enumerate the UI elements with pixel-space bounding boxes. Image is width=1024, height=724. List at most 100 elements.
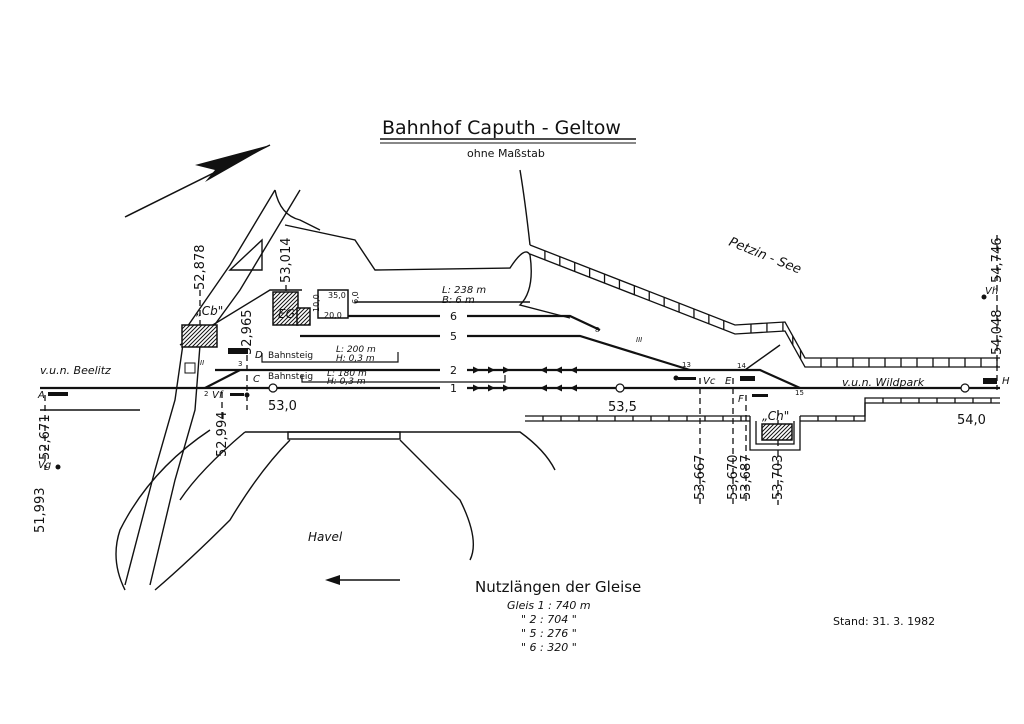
track-label-1: 1 [450, 382, 457, 395]
hatch-line [773, 423, 791, 441]
hatch-line [187, 324, 211, 348]
loading-width: B: 6 m [442, 295, 475, 306]
direction-chevrons [473, 366, 577, 392]
direction-east: v.u.n. Wildpark [842, 376, 925, 389]
hatch-line [296, 307, 302, 313]
direction-chevron [473, 384, 480, 392]
hatch-line [785, 433, 793, 441]
direction-chevron [540, 384, 547, 392]
direction-chevron [555, 366, 562, 374]
signal-e: E [725, 376, 732, 387]
km-label: 54,0 [957, 413, 986, 428]
platform-height: H: 0,3 m [336, 354, 375, 364]
chainage: 53,670 [726, 455, 741, 501]
platform-length: L: 180 m [327, 369, 367, 379]
signal-ii: II [200, 359, 204, 367]
switch-number: 13 [682, 361, 691, 369]
hatch-line [272, 294, 299, 321]
direction-chevron [570, 384, 577, 392]
hatch-line [207, 337, 218, 348]
signal-f: F [738, 394, 744, 405]
lake-label: Petzin - See [727, 235, 804, 278]
terrain [40, 169, 571, 591]
hatch-line [211, 341, 218, 348]
chainage: 52,671 [38, 415, 53, 461]
building-hatching [181, 291, 793, 441]
hatch-line [181, 324, 199, 342]
embankment-edge [529, 244, 1000, 359]
road-outline [274, 189, 321, 231]
siding [744, 344, 781, 371]
switch-number: 2 [204, 390, 208, 398]
building-eg-label: EG [278, 307, 295, 321]
platform-label: Bahnsteig [268, 351, 313, 361]
platform-length: L: 200 m [336, 345, 376, 355]
hatch-line [272, 291, 278, 297]
switch-number: 3 [238, 360, 242, 368]
chainage: 53,687 [739, 455, 754, 501]
embankments [525, 244, 1000, 451]
km-post-54-0 [960, 383, 970, 393]
hatch-line [296, 307, 306, 317]
embankment-edge [800, 402, 1000, 422]
dimension: 10,0 [312, 294, 321, 312]
hatch-line [275, 302, 299, 326]
signal-symbols [48, 294, 997, 470]
hatch-line [279, 306, 299, 326]
km-label: 53,0 [268, 399, 297, 414]
hatch-line [203, 333, 218, 348]
chainage: 53,703 [771, 455, 786, 501]
signal-iii: III [636, 336, 642, 344]
switch-number: 8 [595, 326, 599, 334]
hatch-line [287, 314, 299, 326]
chainage: 54,048 [990, 310, 1005, 356]
direction-chevron [540, 366, 547, 374]
chainage: 53,667 [693, 455, 708, 501]
track-label-5: 5 [450, 330, 457, 343]
direction-chevron [570, 366, 577, 374]
dimension: 6,0 [351, 291, 360, 304]
signal-vf: Vf [212, 390, 224, 401]
signal-h: H [1002, 376, 1010, 387]
signal-a: A [37, 390, 45, 401]
switch-number: 15 [795, 389, 804, 397]
hatch-line [272, 291, 282, 301]
hatch-line [789, 437, 793, 441]
direction-chevron [503, 384, 510, 392]
platform-1 [301, 375, 506, 383]
signal-vg: Vg [38, 460, 51, 471]
subtitle: ohne Maßstab [467, 147, 545, 160]
platform-label: Bahnsteig [268, 372, 313, 382]
usable-length-row: Gleis 1 : 740 m [507, 599, 591, 612]
chainage: 54,746 [990, 238, 1005, 284]
km-post-53-5 [615, 383, 625, 393]
status-date: Stand: 31. 3. 1982 [833, 615, 935, 628]
track-label-2: 2 [450, 364, 457, 377]
chainage: 51,993 [33, 488, 48, 534]
usable-lengths-title: Nutzlängen der Gleise [475, 578, 641, 596]
dimension: 20,0 [324, 311, 342, 320]
hatch-line [215, 345, 218, 348]
hatch-line [299, 314, 311, 326]
direction-chevron [488, 384, 495, 392]
shore [154, 439, 291, 591]
hatch-line [272, 291, 286, 305]
hatch-line [296, 307, 310, 321]
hatch-line [296, 310, 311, 325]
usable-length-row: " 6 : 320 " [521, 641, 577, 654]
shore [399, 439, 475, 561]
shore [115, 429, 211, 591]
signal-vc: Vc [703, 376, 716, 387]
hatch-line [307, 322, 311, 326]
river-label: Havel [308, 530, 343, 544]
dimension: 35,0 [328, 291, 346, 300]
island-triangle [228, 238, 263, 271]
bridge [287, 431, 401, 440]
shore [245, 431, 556, 471]
usable-length-row: " 2 : 704 " [521, 613, 577, 626]
hatch-line [761, 423, 771, 433]
track-6 [340, 314, 601, 331]
hatch-line [191, 324, 215, 348]
shore [179, 431, 246, 501]
hatch-line [181, 324, 187, 330]
